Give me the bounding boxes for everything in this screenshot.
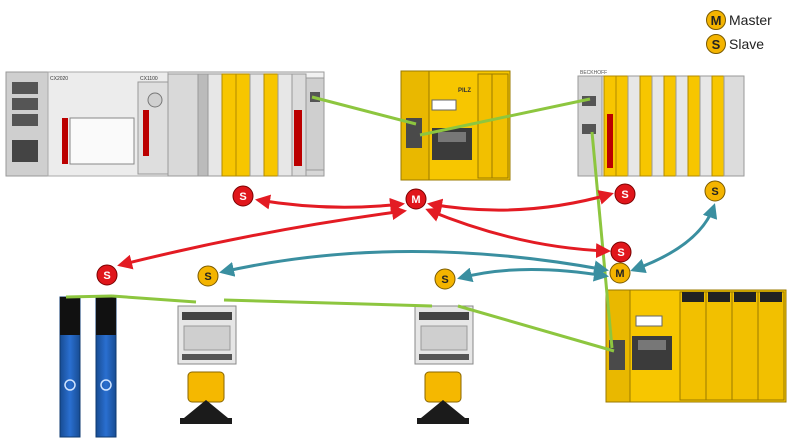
red-arrows — [117, 190, 614, 270]
svg-text:S: S — [204, 271, 211, 283]
badge-master-top: M — [405, 188, 427, 210]
badge-slave-io2: S — [434, 268, 456, 290]
pilz-master-device: PILZ — [400, 70, 511, 181]
blue-arrow-to-io1-slave — [219, 250, 609, 277]
legend-slave-badge: S — [706, 34, 726, 54]
cable-pilz-master-to-coupler — [419, 97, 591, 137]
legend: M Master S Slave — [706, 8, 786, 56]
svg-text:M: M — [411, 194, 420, 206]
cable-drives — [65, 294, 113, 299]
cable-drives-to-io1 — [111, 294, 197, 304]
emergency-switch-1 — [180, 371, 232, 424]
legend-master-row: M Master — [706, 8, 786, 32]
badge-slave-drive: S — [96, 264, 118, 286]
svg-text:M: M — [615, 268, 624, 280]
badge-slave-beckhoff: S — [232, 185, 254, 207]
red-arrow-to-drive-slave — [117, 205, 407, 270]
legend-slave-row: S Slave — [706, 32, 786, 56]
cable-io1-to-io2 — [223, 298, 433, 308]
badge-slave-coupler-red: S — [614, 183, 636, 205]
cable-beckhoff-to-pilz-master — [311, 95, 417, 126]
badge-slave-coupler-yellow: S — [704, 180, 726, 202]
beckhoff-coupler: BECKHOFF — [577, 70, 745, 177]
legend-slave-label: Slave — [729, 36, 765, 52]
blue-arrow-to-coupler-yellow-slave — [630, 203, 718, 274]
badge-slave-io1: S — [197, 265, 219, 287]
svg-text:S: S — [617, 247, 624, 259]
cable-io2-to-pilz-bottom — [457, 304, 615, 353]
coupler-brand-label: BECKHOFF — [580, 70, 607, 76]
svg-text:S: S — [621, 189, 628, 201]
cpu-sub-label: CX1100 — [140, 76, 158, 82]
svg-text:S: S — [711, 186, 718, 198]
red-arrow-to-coupler-slave — [427, 190, 614, 214]
pilz-brand-label: PILZ — [458, 88, 471, 94]
blue-arrows — [219, 203, 718, 283]
emergency-switch-2 — [417, 371, 469, 424]
pilz-expanded-device — [605, 289, 787, 403]
io-module-1 — [177, 305, 237, 365]
red-arrow-to-pilz-slave — [425, 207, 611, 259]
red-arrow-to-beckhoff-slave — [255, 194, 405, 213]
badge-slave-pilz-red: S — [610, 241, 632, 263]
svg-text:S: S — [239, 191, 246, 203]
io-module-2 — [414, 305, 474, 365]
badge-master-bottom: M — [609, 262, 631, 284]
legend-master-label: Master — [729, 12, 772, 28]
blue-arrow-to-io2-slave — [457, 266, 609, 283]
beckhoff-controller: CX2020 CX1100 — [5, 71, 325, 177]
servo-drives — [59, 296, 117, 438]
legend-master-badge: M — [706, 10, 726, 30]
svg-text:S: S — [441, 274, 448, 286]
svg-text:S: S — [103, 270, 110, 282]
cpu-model-label: CX2020 — [50, 76, 68, 82]
